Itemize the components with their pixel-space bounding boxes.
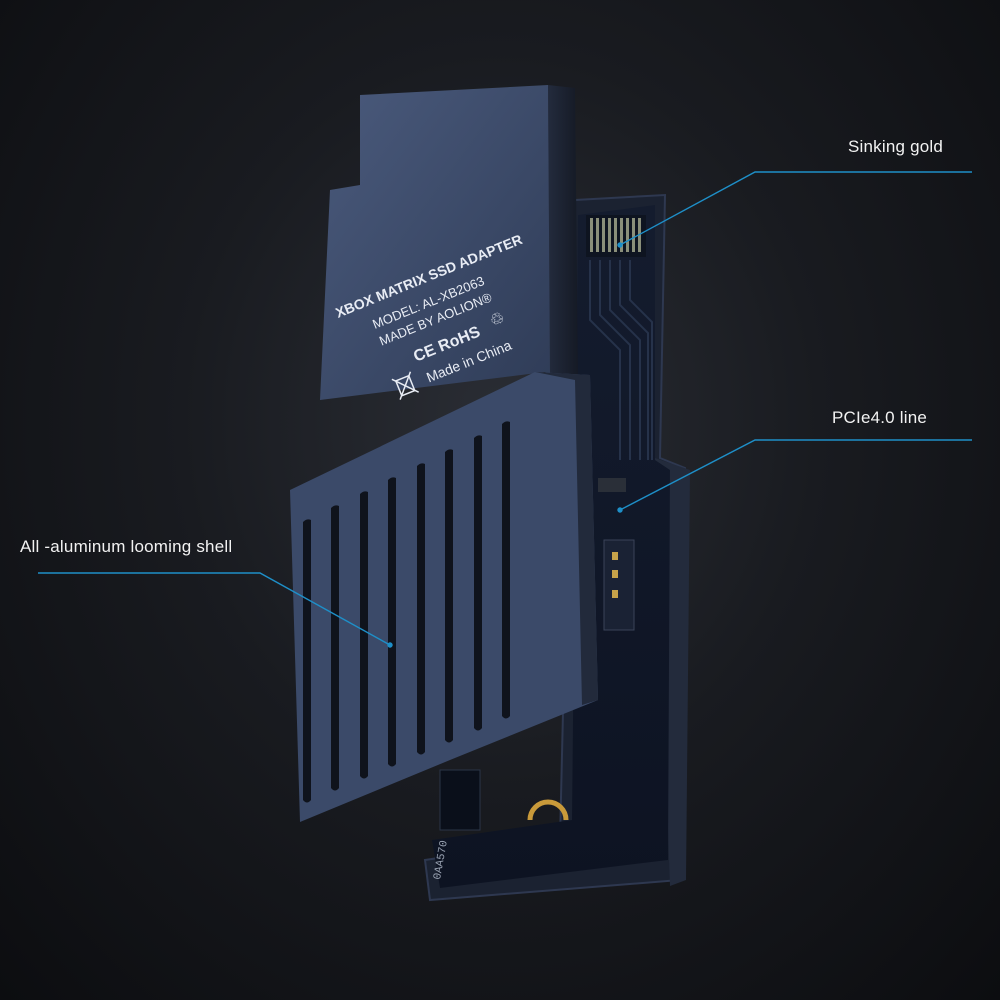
callout-sinking-gold: Sinking gold — [848, 137, 944, 156]
ssd-pcb: 0AA570 — [432, 205, 670, 888]
aluminum-shell: XBOX MATRIX SSD ADAPTER MODEL: AL-XB2063… — [290, 85, 598, 822]
callout-pcie-line: PCIe4.0 line — [832, 408, 928, 427]
recycle-icon: ♲ — [488, 309, 508, 330]
pcie-traces — [589, 260, 653, 460]
vent-slots — [303, 421, 510, 803]
weee-bin-icon — [391, 371, 419, 400]
callout-line-sinking-gold — [619, 171, 972, 246]
callout-aluminum-shell: All -aluminum looming shell — [20, 537, 233, 556]
pcb-components — [439, 478, 635, 831]
callout-line-shell — [38, 572, 391, 646]
callout-lines — [38, 171, 972, 648]
callout-line-pcie — [619, 439, 972, 511]
